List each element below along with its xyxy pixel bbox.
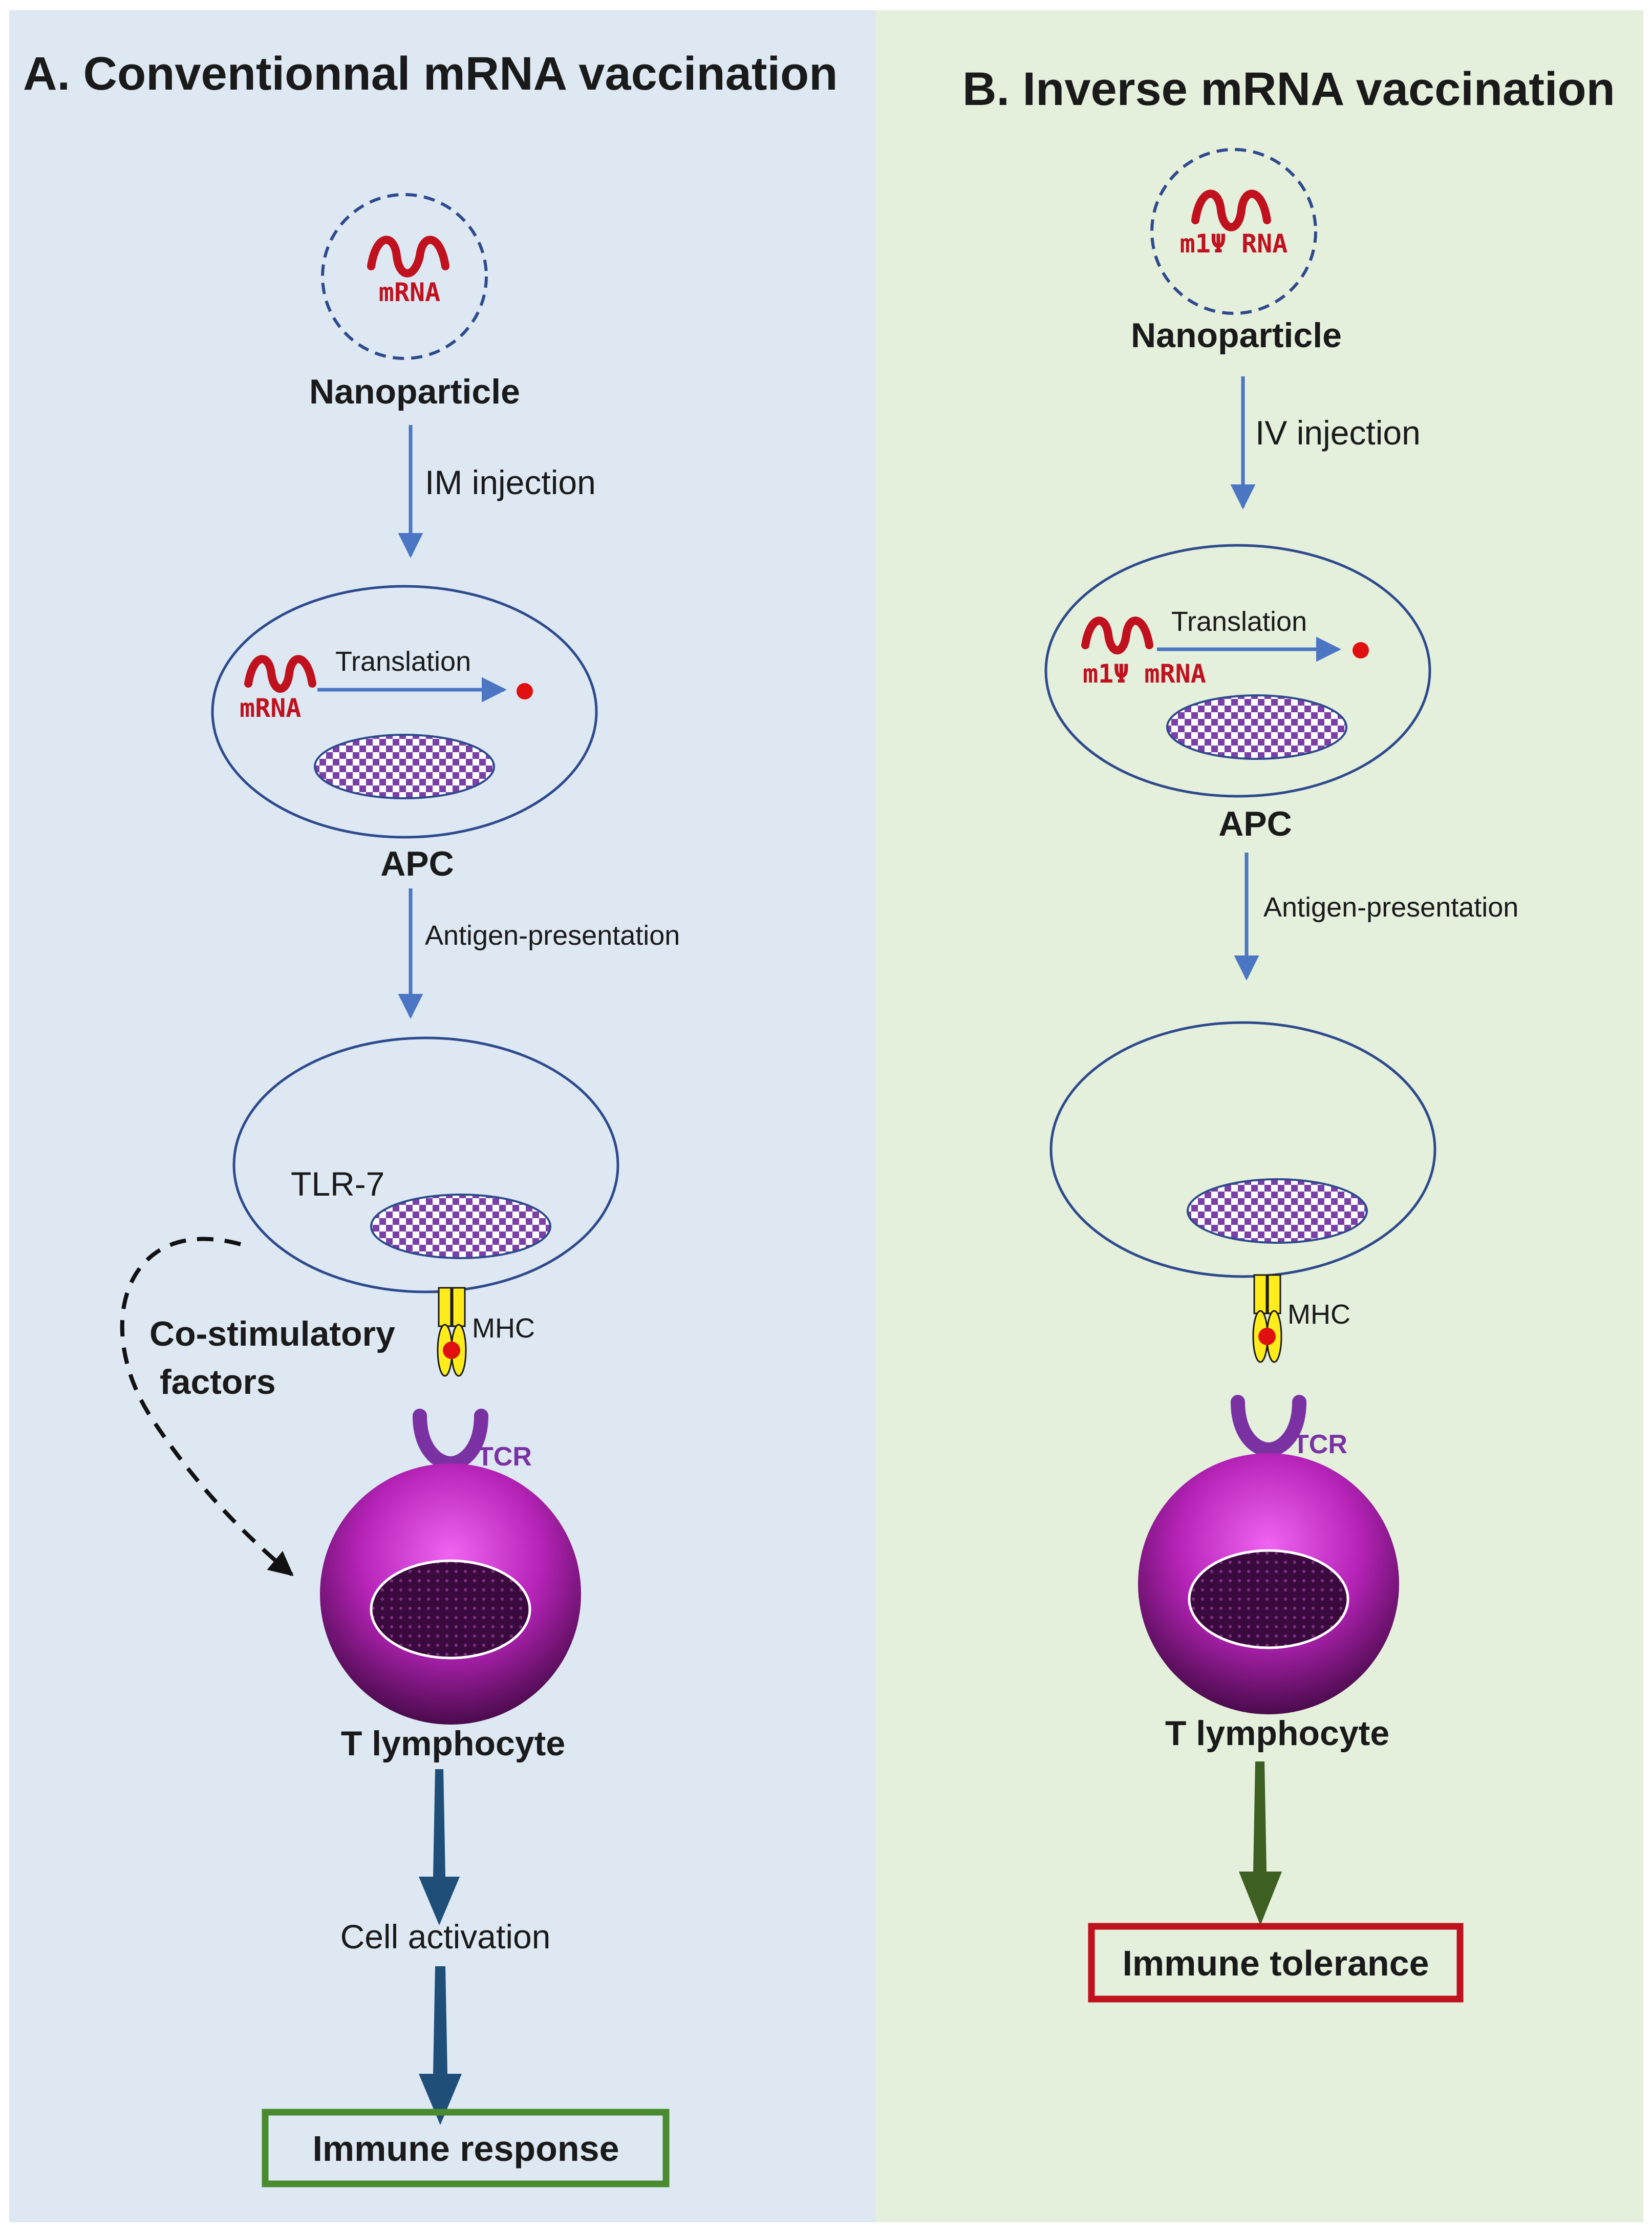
nanoparticle-b-shell — [1150, 148, 1317, 315]
nanoparticle-b-rna-wave-icon — [1191, 189, 1271, 231]
nanoparticle-a-shell — [321, 193, 488, 360]
antigen-presentation-a-label: Antigen-presentation — [425, 920, 680, 951]
mhc-a-icon — [437, 1287, 467, 1377]
apc-b-mrna-label: m1Ψ mRNA — [1083, 659, 1206, 689]
antigen-presentation-b-label: Antigen-presentation — [1263, 892, 1518, 923]
immune-tolerance-box — [1088, 1923, 1464, 2003]
response-fat-arrow — [419, 1966, 462, 2125]
costimulatory-label-line2: factors — [160, 1363, 276, 1401]
nanoparticle-b-rna-label: m1Ψ RNA — [1180, 229, 1288, 259]
t-lymphocyte-a-label: T lymphocyte — [341, 1724, 565, 1763]
t-lymphocyte-a-nucleus — [370, 1559, 531, 1660]
apc-b-membrane — [1044, 544, 1431, 798]
tlr7-label: TLR-7 — [291, 1165, 384, 1203]
mhc-b-icon — [1252, 1274, 1282, 1363]
presenting-cell-b-membrane — [1049, 1021, 1436, 1278]
antigen-a-dot — [517, 683, 533, 699]
t-lymphocyte-b-label: T lymphocyte — [1165, 1714, 1389, 1753]
nanoparticle-a-label: Nanoparticle — [309, 372, 520, 411]
presenting-cell-a-nucleus — [370, 1194, 551, 1259]
iv-injection-label: IV injection — [1255, 414, 1421, 452]
immune-response-label: Immune response — [312, 2129, 619, 2169]
tcr-b-label: TCR — [1293, 1430, 1347, 1459]
im-injection-label: IM injection — [425, 463, 596, 501]
apc-a-label: APC — [380, 844, 454, 883]
translation-b-label: Translation — [1171, 606, 1307, 637]
activation-fat-arrow — [419, 1769, 460, 1925]
apc-a-nucleus — [314, 734, 495, 799]
tcr-a-label: TCR — [477, 1442, 532, 1472]
mhc-b-label: MHC — [1288, 1299, 1350, 1330]
presenting-cell-a-membrane — [232, 1036, 619, 1293]
immune-response-box — [262, 2109, 670, 2187]
t-lymphocyte-b-nucleus — [1188, 1549, 1349, 1649]
costimulatory-label-line1: Co-stimulatory — [149, 1314, 395, 1353]
tolerance-fat-arrow — [1239, 1761, 1282, 1925]
apc-b-mrna-wave-icon — [1081, 617, 1153, 654]
apc-b-label: APC — [1218, 804, 1292, 843]
panel-b-title: B. Inverse mRNA vaccination — [962, 63, 1615, 115]
apc-a-membrane — [211, 585, 598, 839]
immune-tolerance-label: Immune tolerance — [1122, 1943, 1429, 1983]
cell-activation-label: Cell activation — [340, 1918, 551, 1956]
translation-a-label: Translation — [335, 646, 471, 677]
mhc-a-label: MHC — [472, 1313, 535, 1344]
nanoparticle-a-rna-wave-icon — [367, 236, 449, 278]
antigen-b-dot — [1353, 642, 1369, 658]
panel-a-title: A. Conventionnal mRNA vaccination — [23, 48, 838, 100]
apc-b-nucleus — [1166, 694, 1347, 760]
apc-a-mrna-wave-icon — [244, 655, 316, 693]
nanoparticle-a-rna-label: mRNA — [379, 278, 440, 307]
apc-a-mrna-label: mRNA — [240, 693, 301, 723]
nanoparticle-b-label: Nanoparticle — [1131, 316, 1342, 355]
presenting-cell-b-nucleus — [1187, 1178, 1368, 1244]
